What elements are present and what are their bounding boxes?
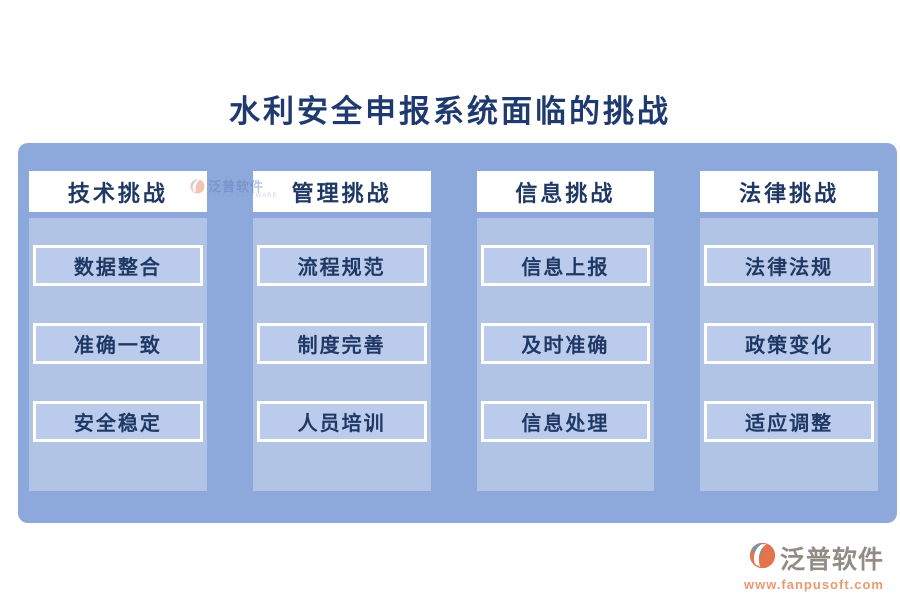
column-body-technical: 数据整合 准确一致 安全稳定 — [29, 218, 207, 491]
column-information: 信息挑战 信息上报 及时准确 信息处理 — [476, 171, 655, 491]
item-policy-changes: 政策变化 — [704, 323, 874, 364]
fanpu-logo-icon — [749, 542, 776, 574]
challenges-panel: 技术挑战 数据整合 准确一致 安全稳定 管理挑战 流程规范 制度完善 人员培训 … — [18, 143, 897, 523]
column-body-legal: 法律法规 政策变化 适应调整 — [700, 218, 878, 491]
item-laws-regulations: 法律法规 — [704, 245, 874, 286]
brand-footer: 泛普软件 www.fanpusoft.com — [744, 540, 884, 592]
item-adaptation-adjustment: 适应调整 — [704, 401, 874, 442]
item-accuracy-consistency: 准确一致 — [33, 323, 203, 364]
item-data-integration: 数据整合 — [33, 245, 203, 286]
item-info-reporting: 信息上报 — [480, 245, 651, 286]
item-safety-stability: 安全稳定 — [33, 401, 203, 442]
column-management: 管理挑战 流程规范 制度完善 人员培训 — [252, 171, 431, 491]
column-header-management: 管理挑战 — [252, 171, 431, 212]
column-legal: 法律挑战 法律法规 政策变化 适应调整 — [700, 171, 878, 491]
column-header-legal: 法律挑战 — [700, 171, 878, 212]
item-info-processing: 信息处理 — [480, 401, 651, 442]
column-technical: 技术挑战 数据整合 准确一致 安全稳定 — [29, 171, 207, 491]
column-body-information: 信息上报 及时准确 信息处理 — [476, 218, 655, 491]
item-system-improvement: 制度完善 — [256, 323, 427, 364]
item-process-standard: 流程规范 — [256, 245, 427, 286]
brand-name: 泛普软件 — [779, 546, 884, 574]
item-personnel-training: 人员培训 — [256, 401, 427, 442]
item-timely-accurate: 及时准确 — [480, 323, 651, 364]
page-title: 水利安全申报系统面临的挑战 — [229, 94, 671, 129]
column-header-technical: 技术挑战 — [29, 171, 207, 212]
column-body-management: 流程规范 制度完善 人员培训 — [252, 218, 431, 491]
column-header-information: 信息挑战 — [476, 171, 655, 212]
brand-url: www.fanpusoft.com — [743, 577, 884, 592]
